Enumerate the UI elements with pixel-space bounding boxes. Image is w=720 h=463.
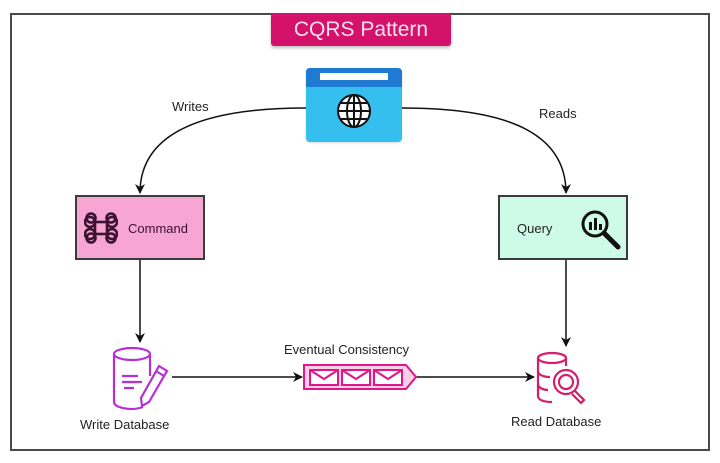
reads-arrow <box>401 107 571 194</box>
analytics-search-icon <box>581 210 621 250</box>
reads-label: Reads <box>539 106 577 121</box>
command-node[interactable]: Command <box>75 195 205 260</box>
title-badge: CQRS Pattern <box>271 13 451 46</box>
command-key-icon <box>84 212 118 244</box>
read-database-label: Read Database <box>511 414 602 429</box>
write-database-label: Write Database <box>80 417 170 432</box>
writes-label: Writes <box>172 99 209 114</box>
command-label: Command <box>128 221 188 236</box>
client-app-node[interactable] <box>306 68 402 142</box>
database-search-icon <box>536 351 586 405</box>
globe-icon <box>337 94 371 128</box>
envelope-icons <box>309 369 403 386</box>
query-node[interactable]: Query <box>498 195 628 260</box>
query-label: Query <box>517 221 553 236</box>
writes-arrow <box>135 107 307 194</box>
browser-title-bar <box>306 68 402 87</box>
message-queue-icon <box>303 364 418 390</box>
database-pencil-icon <box>112 346 169 411</box>
eventual-consistency-label: Eventual Consistency <box>284 342 410 357</box>
